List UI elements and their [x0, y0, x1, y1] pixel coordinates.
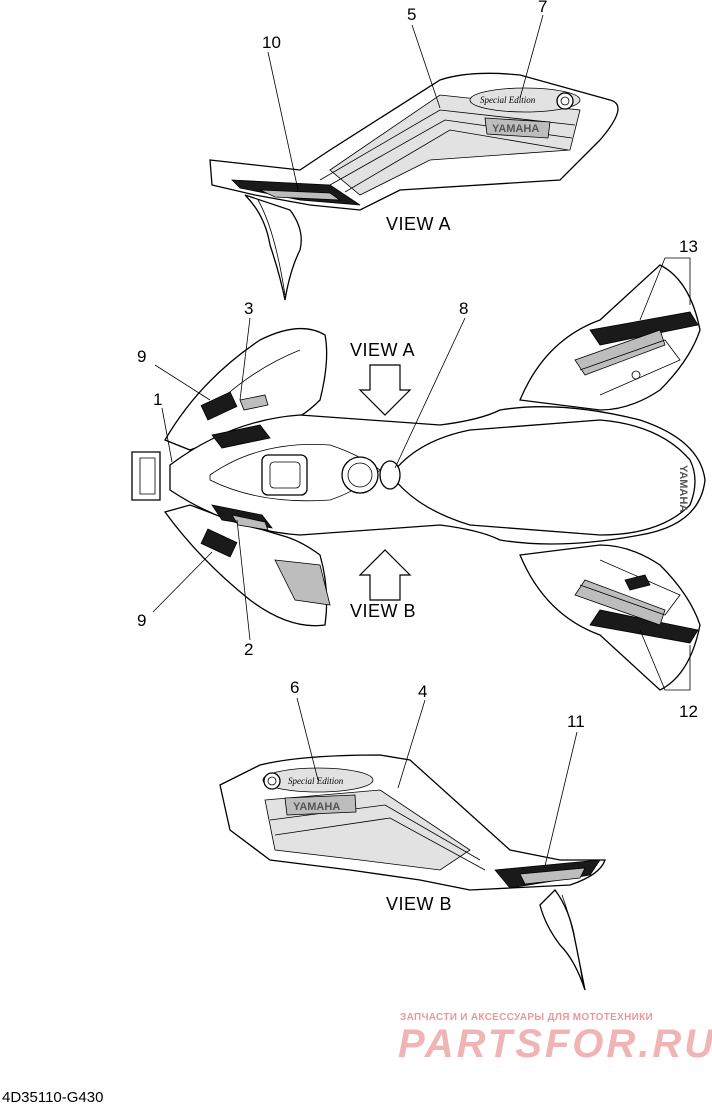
special-edition-text-a: Special Edition — [480, 95, 536, 105]
callout-13: 13 — [679, 237, 698, 256]
brand-text-a: YAMAHA — [492, 123, 539, 135]
view-labels: VIEW A VIEW A VIEW B VIEW B — [350, 214, 452, 914]
watermark-logo: PARTSFOR.RU — [398, 1022, 712, 1066]
callout-6: 6 — [290, 678, 299, 697]
part-code: 4D35110-G430 — [2, 1089, 104, 1106]
callout-7: 7 — [538, 0, 547, 16]
leader-lines — [152, 14, 691, 867]
callout-numbers: 10 5 7 13 8 3 9 1 9 2 12 6 4 11 — [137, 0, 698, 731]
view-a-label-top: VIEW A — [386, 214, 451, 234]
callout-3: 3 — [244, 299, 253, 318]
brand-text-b: YAMAHA — [293, 801, 340, 813]
callout-9-lower: 9 — [137, 611, 146, 630]
view-a-label-center: VIEW A — [350, 340, 415, 360]
callout-1: 1 — [153, 390, 162, 409]
callout-10: 11 — [567, 712, 585, 731]
view-a-detail: Special Edition YAMAHA — [209, 72, 619, 301]
callout-9-upper: 9 — [137, 347, 146, 366]
brand-text-seat: YAMAHA — [677, 465, 689, 512]
callout-11: 10 — [262, 33, 281, 52]
callout-2: 2 — [244, 640, 253, 659]
view-b-label-bottom: VIEW B — [386, 894, 452, 914]
callout-4: 4 — [418, 682, 427, 701]
view-b-label-center: VIEW B — [350, 601, 416, 621]
callout-5: 5 — [407, 5, 416, 24]
top-view-atv: YAMAHA — [131, 264, 706, 691]
special-edition-text-b: Special Edition — [288, 776, 344, 786]
callout-12: 12 — [679, 702, 698, 721]
view-b-detail: Special Edition YAMAHA — [219, 754, 606, 991]
watermark-tagline: ЗАПЧАСТИ И АКСЕССУАРЫ ДЛЯ МОТОТЕХНИКИ — [400, 1012, 653, 1023]
callout-8: 8 — [459, 299, 468, 318]
